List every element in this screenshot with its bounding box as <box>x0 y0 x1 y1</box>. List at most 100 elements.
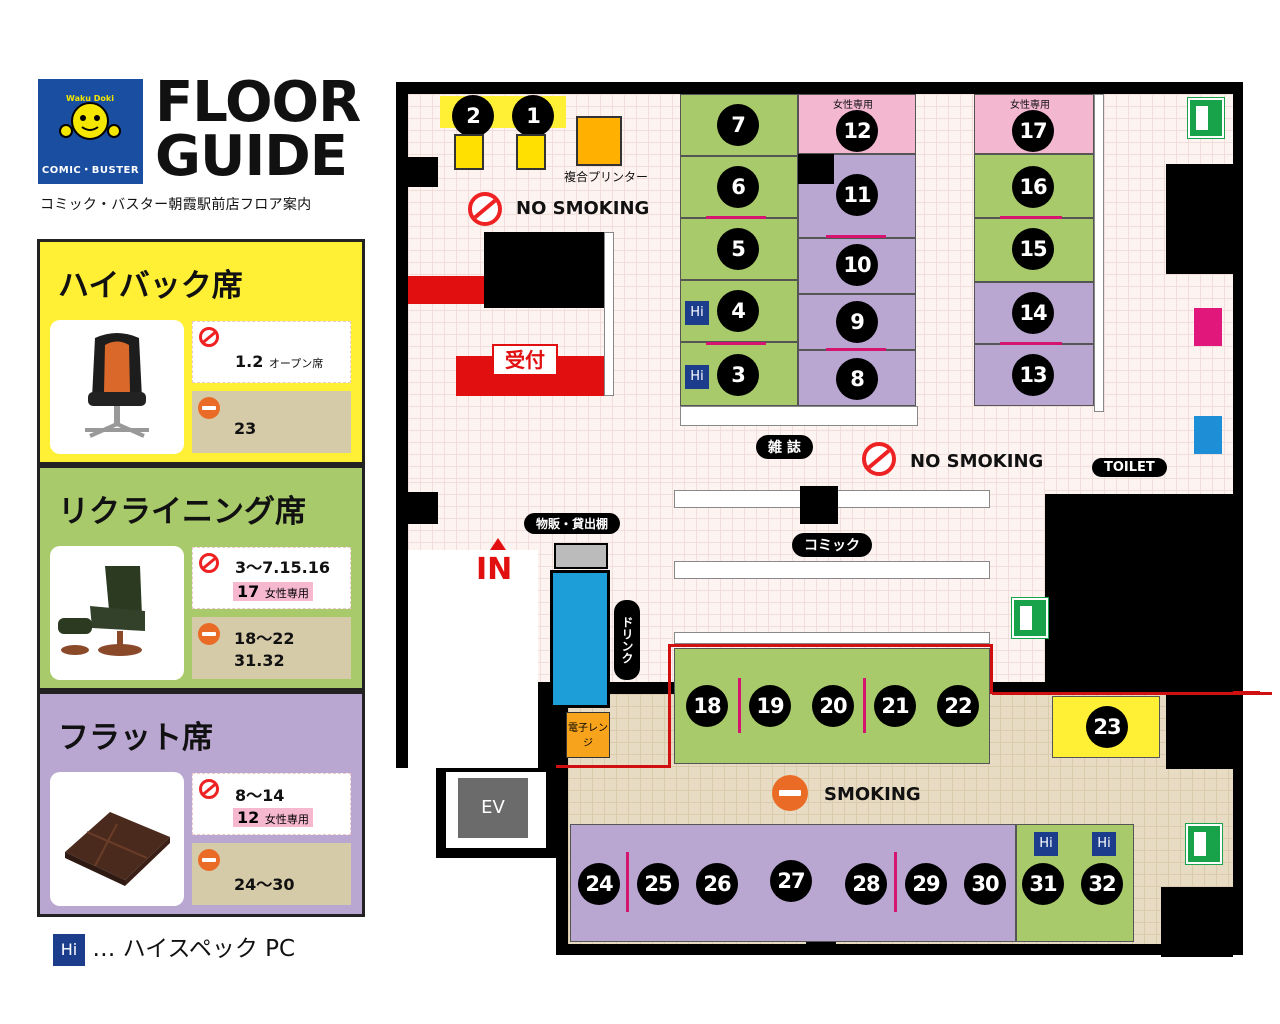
goods-shelf-label: 物販・貸出棚 <box>524 513 621 534</box>
legend-title: フラット席 <box>58 720 213 756</box>
seat-22[interactable]: 22 <box>937 685 979 727</box>
nonsmoking-info: 8〜14 12 女性専用 <box>192 773 351 835</box>
seat-3[interactable]: 3 <box>717 354 759 396</box>
seat-21[interactable]: 21 <box>874 685 916 727</box>
emergency-exit-icon <box>1185 823 1223 865</box>
page-subtitle: コミック・バスター朝霞駅前店フロア案内 <box>40 197 312 213</box>
seat-15[interactable]: 15 <box>1012 228 1054 270</box>
seat-12[interactable]: 12 <box>836 110 878 152</box>
drink-label: ドリンク <box>614 600 640 680</box>
drink-bar <box>550 570 610 708</box>
floor-map: EV 受付 2 1 複合プリンター NO SMOKING 7 <box>396 82 1272 957</box>
seat-8[interactable]: 8 <box>836 358 878 400</box>
comics-label: コミック <box>792 533 872 557</box>
hi-badge: Hi <box>1034 832 1058 856</box>
mascot-icon: Waku Doki <box>59 94 121 140</box>
seat-20[interactable]: 20 <box>812 685 854 727</box>
seat-range: 23 <box>234 419 257 438</box>
toilet-label: TOILET <box>1092 458 1167 477</box>
seat-24[interactable]: 24 <box>578 863 620 905</box>
emergency-exit-icon <box>1187 97 1225 139</box>
smoking-icon <box>198 849 220 871</box>
women-only-label: 女性専用 <box>1010 100 1050 111</box>
no-smoking-icon <box>199 553 219 573</box>
seat-range: 3〜7.15.16 <box>235 558 330 577</box>
seat-5[interactable]: 5 <box>717 228 759 270</box>
smoking-icon <box>198 397 220 419</box>
entrance-arrow-icon <box>490 538 506 550</box>
women-only-seat: 17 女性専用 <box>233 582 313 601</box>
smoking-icon <box>772 775 808 811</box>
smoking-label: SMOKING <box>824 784 921 805</box>
legend-reclining: リクライニング席 3〜7.15.16 17 女性専用 18〜22 31.32 <box>37 465 365 691</box>
seat-14[interactable]: 14 <box>1012 292 1054 334</box>
reception-label: 受付 <box>492 344 558 376</box>
highback-chair-image <box>50 320 184 454</box>
men-toilet-icon <box>1194 416 1222 454</box>
microwave: 電子レンジ <box>566 712 610 758</box>
smoking-info: 23 <box>192 391 351 453</box>
seat-19[interactable]: 19 <box>749 685 791 727</box>
elevator: EV <box>458 778 528 838</box>
legend-title: リクライニング席 <box>58 494 306 530</box>
chair-icon <box>516 134 546 170</box>
seat-range: 18〜22 <box>234 629 295 648</box>
seat-30[interactable]: 30 <box>964 863 1006 905</box>
smoking-icon <box>198 623 220 645</box>
seat-23[interactable]: 23 <box>1086 706 1128 748</box>
hi-badge: Hi <box>1092 832 1116 856</box>
seat-32[interactable]: 32 <box>1081 863 1123 905</box>
nonsmoking-info: 3〜7.15.16 17 女性専用 <box>192 547 351 609</box>
no-smoking-icon <box>199 327 219 347</box>
seat-18[interactable]: 18 <box>686 685 728 727</box>
svg-text:Waku Doki: Waku Doki <box>66 94 114 103</box>
seat-29[interactable]: 29 <box>905 863 947 905</box>
no-smoking-icon <box>862 442 896 476</box>
logo-text: COMIC・BUSTER <box>41 165 140 176</box>
comic-buster-logo: Waku Doki COMIC・BUSTER <box>38 79 143 184</box>
nonsmoking-info: 1.2 オープン席 <box>192 321 351 383</box>
no-smoking-icon <box>468 192 502 226</box>
no-smoking-label: NO SMOKING <box>516 198 650 219</box>
printer-icon <box>576 116 622 166</box>
page-title: FLOOR GUIDE <box>155 70 361 185</box>
seat-28[interactable]: 28 <box>845 863 887 905</box>
seat-9[interactable]: 9 <box>836 301 878 343</box>
magazines-label: 雑 誌 <box>756 435 813 459</box>
hi-spec-legend: Hi … ハイスペック PC <box>53 929 295 966</box>
seat-11[interactable]: 11 <box>836 174 878 216</box>
title-line-1: FLOOR <box>155 70 361 135</box>
entrance-label: IN <box>476 552 513 587</box>
seat-2[interactable]: 2 <box>452 95 494 137</box>
legend-flat: フラット席 8〜14 12 女性専用 24〜30 <box>37 691 365 917</box>
seat-7[interactable]: 7 <box>717 104 759 146</box>
seat-31[interactable]: 31 <box>1022 863 1064 905</box>
seat-25[interactable]: 25 <box>637 863 679 905</box>
seat-6[interactable]: 6 <box>717 166 759 208</box>
seat-range-2: 31.32 <box>234 651 285 670</box>
seat-13[interactable]: 13 <box>1012 354 1054 396</box>
seat-26[interactable]: 26 <box>696 863 738 905</box>
flat-mat-image <box>50 772 184 906</box>
seat-4[interactable]: 4 <box>717 290 759 332</box>
seat-16[interactable]: 16 <box>1012 166 1054 208</box>
legend-highback: ハイバック席 1.2 オープン席 23 <box>37 239 365 465</box>
women-only-seat: 12 女性専用 <box>233 808 313 827</box>
legend-title: ハイバック席 <box>58 268 243 304</box>
chair-icon <box>454 134 484 170</box>
printer-label: 複合プリンター <box>564 170 649 184</box>
no-smoking-icon <box>199 779 219 799</box>
seat-note: オープン席 <box>268 357 324 370</box>
seat-17[interactable]: 17 <box>1012 110 1054 152</box>
seat-10[interactable]: 10 <box>836 244 878 286</box>
seat-range: 8〜14 <box>235 786 285 805</box>
seat-27[interactable]: 27 <box>770 860 812 902</box>
women-toilet-icon <box>1194 308 1222 346</box>
seat-range: 1.2 <box>235 352 264 371</box>
smoking-info: 24〜30 <box>192 843 351 905</box>
seat-1[interactable]: 1 <box>512 95 554 137</box>
no-smoking-label: NO SMOKING <box>910 451 1044 472</box>
hi-badge: Hi <box>685 365 709 389</box>
smoking-info: 18〜22 31.32 <box>192 617 351 679</box>
